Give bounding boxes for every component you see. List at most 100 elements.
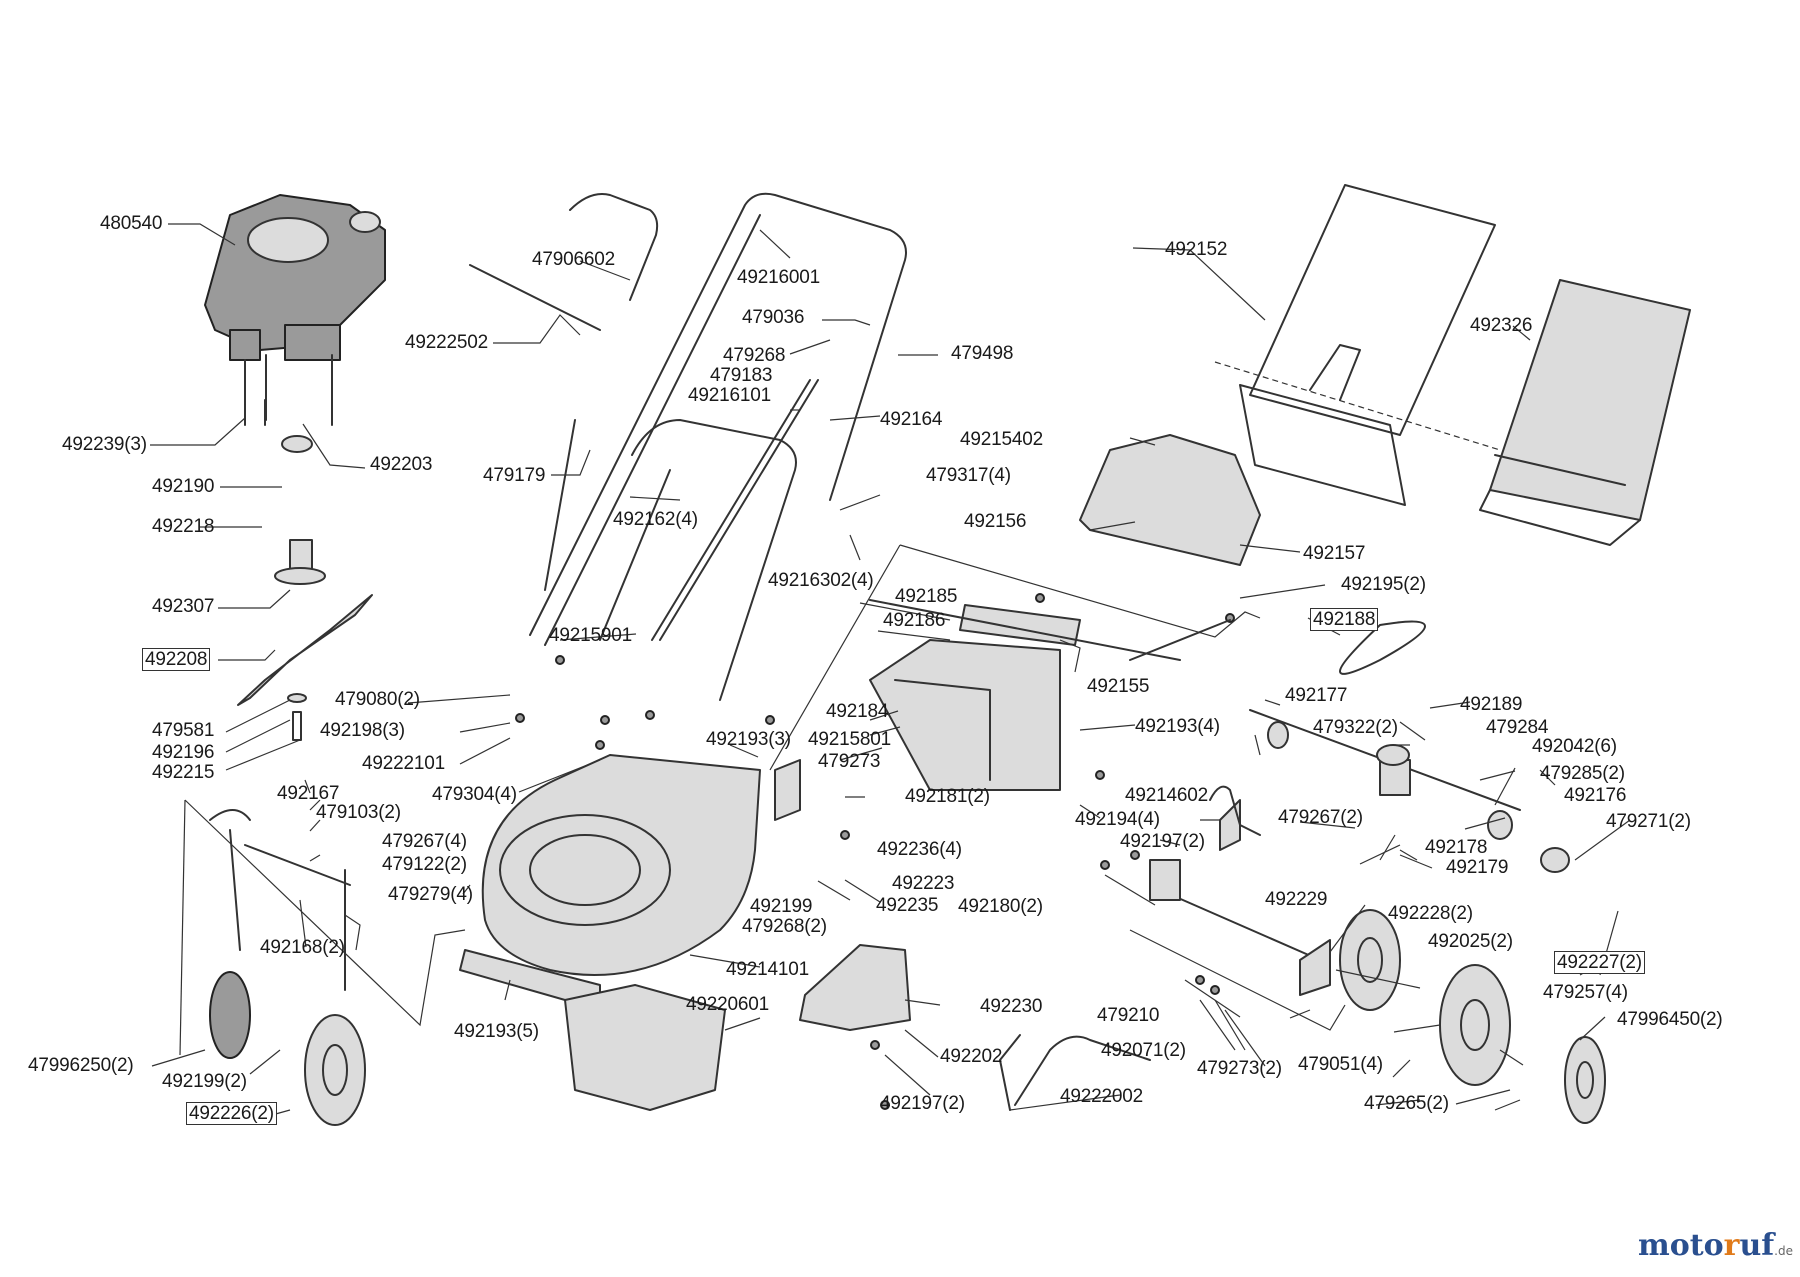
label-492203: 492203 [370,454,433,475]
label-492199a: 492199(2) [162,1071,247,1092]
label-492202: 492202 [940,1046,1003,1067]
label-49216302: 49216302(4) [768,570,874,591]
label-479273a: 479273 [818,751,881,772]
label-492186: 492186 [883,610,946,631]
label-492185: 492185 [895,586,958,607]
label-479581: 479581 [152,720,215,741]
label-479257: 479257(4) [1543,982,1628,1003]
label-479317: 479317(4) [926,465,1011,486]
label-492155: 492155 [1087,676,1150,697]
label-479268: 479268 [723,345,786,366]
label-492157: 492157 [1303,543,1366,564]
label-479080: 479080(2) [335,689,420,710]
label-492167: 492167 [277,783,340,804]
label-479036: 479036 [742,307,805,328]
label-492239: 492239(3) [62,434,147,455]
label-492227: 492227(2) [1554,951,1645,974]
grass-bag-icon [1079,184,1691,566]
label-479285: 479285(2) [1540,763,1625,784]
label-492193b: 492193(5) [454,1021,539,1042]
label-49215801: 49215801 [808,729,891,750]
label-49222502: 49222502 [405,332,488,353]
label-492042: 492042(6) [1532,736,1617,757]
label-492235: 492235 [876,895,939,916]
label-492189: 492189 [1460,694,1523,715]
label-492226: 492226(2) [186,1102,277,1125]
label-492179: 492179 [1446,857,1509,878]
label-479271: 479271(2) [1606,811,1691,832]
label-479267b: 479267(2) [1278,807,1363,828]
blade-icon [237,594,373,706]
label-492025: 492025(2) [1428,931,1513,952]
label-47996250: 47996250(2) [28,1055,134,1076]
label-492071: 492071(2) [1101,1040,1186,1061]
motoruf-watermark: motoruf.de [1638,1228,1793,1263]
handle-icon [469,192,907,701]
label-492190: 492190 [152,476,215,497]
engine-icon [204,194,386,421]
label-492193a: 492193(3) [706,729,791,750]
label-479267a: 479267(4) [382,831,467,852]
label-479268b: 479268(2) [742,916,827,937]
label-492162: 492162(4) [613,509,698,530]
label-492181: 492181(2) [905,786,990,807]
label-492177: 492177 [1285,685,1348,706]
deck-icon [459,604,1081,1111]
label-492195: 492195(2) [1341,574,1426,595]
label-492307: 492307 [152,596,215,617]
label-492168: 492168(2) [260,937,345,958]
label-492178: 492178 [1425,837,1488,858]
label-492156: 492156 [964,511,1027,532]
label-492194: 492194(4) [1075,809,1160,830]
label-492228: 492228(2) [1388,903,1473,924]
label-49216001: 49216001 [737,267,820,288]
label-492230: 492230 [980,996,1043,1017]
label-49215402: 49215402 [960,429,1043,450]
label-479498: 479498 [951,343,1014,364]
label-479304: 479304(4) [432,784,517,805]
label-49222002: 49222002 [1060,1086,1143,1107]
label-49214602: 49214602 [1125,785,1208,806]
label-479103: 479103(2) [316,802,401,823]
label-480540: 480540 [100,213,163,234]
label-479183: 479183 [710,365,773,386]
label-492223: 492223 [892,873,955,894]
wheel-icon [209,909,1606,1126]
label-47996450: 47996450(2) [1617,1009,1723,1030]
label-49222101: 49222101 [362,753,445,774]
label-492215: 492215 [152,762,215,783]
label-479051: 479051(4) [1298,1054,1383,1075]
label-49220601: 49220601 [686,994,769,1015]
label-492188: 492188 [1310,608,1379,631]
label-492164: 492164 [880,409,943,430]
label-492184: 492184 [826,701,889,722]
label-492180: 492180(2) [958,896,1043,917]
label-492193c: 492193(4) [1135,716,1220,737]
label-492197a: 492197(2) [880,1093,965,1114]
label-479279: 479279(4) [388,884,473,905]
label-479322: 479322(2) [1313,717,1398,738]
label-47906602: 47906602 [532,249,615,270]
label-492326: 492326 [1470,315,1533,336]
label-49216101: 49216101 [688,385,771,406]
label-49215901: 49215901 [549,625,632,646]
label-479210: 479210 [1097,1005,1160,1026]
label-492197b: 492197(2) [1120,831,1205,852]
label-492218: 492218 [152,516,215,537]
label-479122: 479122(2) [382,854,467,875]
label-479273b: 479273(2) [1197,1058,1282,1079]
label-492236: 492236(4) [877,839,962,860]
label-492198: 492198(3) [320,720,405,741]
label-492176: 492176 [1564,785,1627,806]
label-479284: 479284 [1486,717,1549,738]
label-492208: 492208 [142,648,211,671]
label-492229: 492229 [1265,889,1328,910]
label-492199b: 492199 [750,896,813,917]
label-492152: 492152 [1165,239,1228,260]
label-479265: 479265(2) [1364,1093,1449,1114]
label-49214101: 49214101 [726,959,809,980]
label-479179: 479179 [483,465,546,486]
label-492196: 492196 [152,742,215,763]
